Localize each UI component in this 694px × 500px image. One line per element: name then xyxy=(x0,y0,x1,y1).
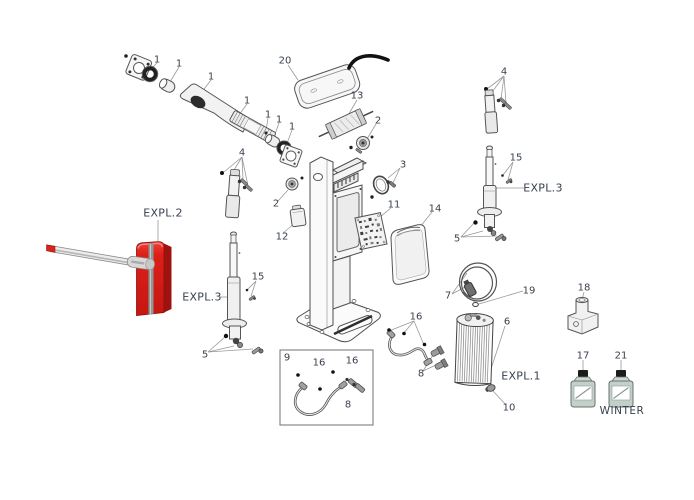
power-cable xyxy=(347,53,390,70)
box-12 xyxy=(289,204,307,228)
column-body xyxy=(296,145,381,343)
release-bracket-18 xyxy=(567,296,599,335)
shaft-assembly xyxy=(124,54,303,168)
cartridge-13 xyxy=(318,108,374,140)
fitting-10 xyxy=(485,384,496,393)
knob-2-top xyxy=(356,135,374,150)
knob-2-left xyxy=(285,176,304,191)
cable-coil-7 xyxy=(458,262,498,308)
cylinder-left xyxy=(222,231,264,355)
hose-assembly-right xyxy=(386,328,449,370)
oil-bottle-17 xyxy=(570,370,596,408)
clamp-3 xyxy=(370,175,396,199)
rear-post xyxy=(309,156,334,331)
damper-4-left xyxy=(220,168,253,219)
cylinder-right xyxy=(473,145,513,242)
top-cover xyxy=(294,53,390,109)
door-14 xyxy=(390,224,430,285)
boom-joint-cap xyxy=(126,255,155,270)
barrier-unit xyxy=(46,241,172,316)
inset-box-9 xyxy=(279,349,374,426)
oil-bottle-21 xyxy=(608,370,634,408)
boom-tip xyxy=(46,244,56,253)
ring-19 xyxy=(472,301,479,308)
cabinet-side xyxy=(164,243,172,313)
damper-4-right xyxy=(484,87,512,134)
pump-unit-6 xyxy=(454,312,494,386)
control-board-11 xyxy=(354,212,388,250)
